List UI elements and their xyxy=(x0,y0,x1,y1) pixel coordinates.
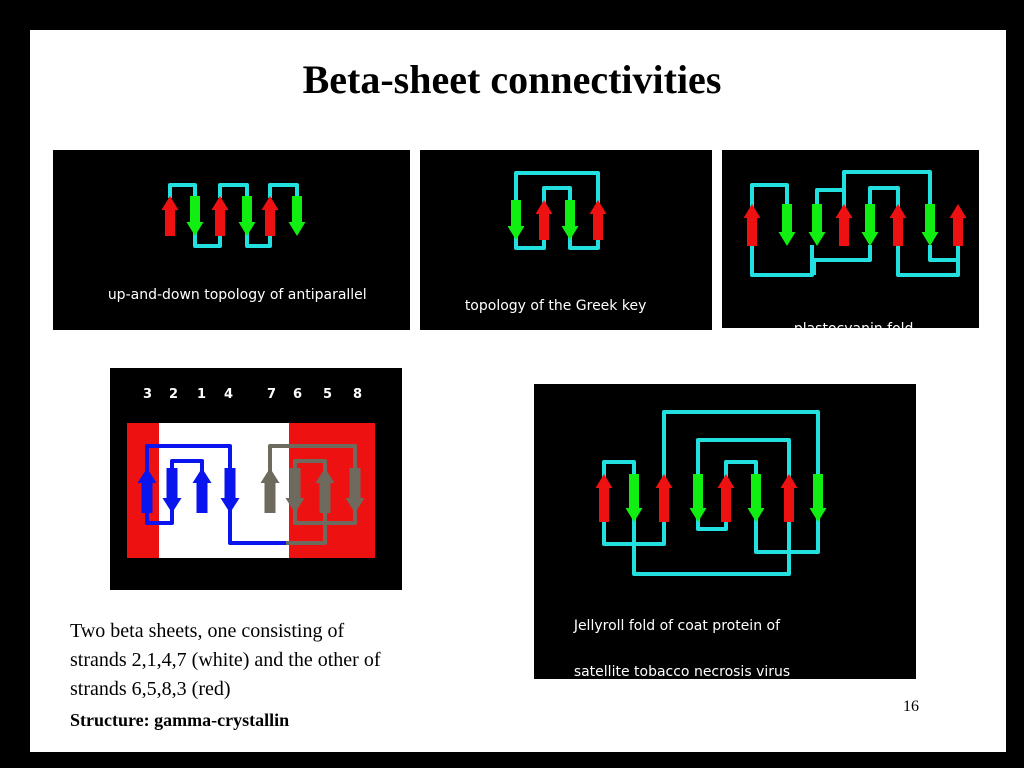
hairpin-topology-diagram xyxy=(161,183,306,248)
plastocyanin-strand-arrow-6 xyxy=(889,204,907,246)
slide-title: Beta-sheet connectivities xyxy=(302,57,722,102)
hairpin-strand-arrow-1 xyxy=(161,196,179,236)
greek-key-panel: topology of the Greek key xyxy=(420,150,712,330)
greek-key-strand-arrow-1 xyxy=(507,200,525,240)
gamma-crystallin-diagram: 3 2 1 4 7 6 5 8 xyxy=(127,387,375,558)
greek-key-strand-arrow-4 xyxy=(589,200,607,240)
hairpin-strand-arrow-5 xyxy=(261,196,279,236)
greek-key-connectors xyxy=(514,171,600,250)
gamma-strand-arrow-3 xyxy=(192,468,212,513)
jellyroll-strand-arrow-5 xyxy=(717,474,735,522)
strand-number-label: 8 xyxy=(353,387,362,402)
strand-number-label: 1 xyxy=(197,387,206,402)
gamma-strand-arrow-6 xyxy=(285,468,305,513)
hairpin-connectors xyxy=(168,183,299,248)
plastocyanin-strands xyxy=(743,204,967,246)
hairpin-caption-line-1: up-and-down topology of antiparallel xyxy=(107,287,367,303)
jellyroll-caption: Jellyroll fold of coat protein of satell… xyxy=(556,592,790,707)
gamma-crystallin-description: Two beta sheets, one consisting of stran… xyxy=(70,617,380,704)
plastocyanin-strand-arrow-7 xyxy=(921,204,939,246)
description-line-1: Two beta sheets, one consisting of xyxy=(70,620,345,642)
jellyroll-strands xyxy=(595,474,827,522)
strand-number-label: 2 xyxy=(169,387,178,402)
greek-key-strand-arrow-2 xyxy=(535,200,553,240)
hairpin-strand-arrow-4 xyxy=(238,196,256,236)
jellyroll-strand-arrow-7 xyxy=(780,474,798,522)
greek-key-strand-arrow-3 xyxy=(561,200,579,240)
hairpin-strand-arrow-2 xyxy=(186,196,204,236)
hairpin-strand-arrow-6 xyxy=(288,196,306,236)
gamma-strand-arrow-4 xyxy=(220,468,240,513)
jellyroll-strand-arrow-3 xyxy=(655,474,673,522)
jellyroll-strand-arrow-2 xyxy=(625,474,643,522)
jellyroll-strand-arrow-4 xyxy=(689,474,707,522)
plastocyanin-strand-arrow-2 xyxy=(778,204,796,246)
jellyroll-strand-arrow-6 xyxy=(747,474,765,522)
greek-key-strands xyxy=(507,200,607,240)
strand-number-label: 3 xyxy=(143,387,152,402)
description-line-2: strands 2,1,4,7 (white) and the other of xyxy=(70,649,381,671)
plastocyanin-diagram xyxy=(743,170,967,277)
plastocyanin-caption: plastocyanin fold xyxy=(776,298,914,361)
plastocyanin-strand-arrow-4 xyxy=(835,204,853,246)
hairpin-strand-arrow-3 xyxy=(211,196,229,236)
structure-label: Structure: gamma-crystallin xyxy=(70,710,290,730)
gamma-strands xyxy=(137,468,365,513)
gamma-strand-arrow-8 xyxy=(345,468,365,513)
hairpin-caption: up-and-down topology of antiparallel bet… xyxy=(90,264,367,369)
description-line-3: strands 6,5,8,3 (red) xyxy=(70,678,231,700)
gamma-crystallin-panel: 3 2 1 4 7 6 5 8 xyxy=(110,368,402,590)
gamma-strand-arrow-5 xyxy=(260,468,280,513)
plastocyanin-panel: plastocyanin fold xyxy=(722,150,979,337)
red-sheet-right-band xyxy=(289,423,375,558)
jellyroll-diagram xyxy=(595,410,827,576)
strand-number-label: 5 xyxy=(323,387,332,402)
plastocyanin-connectors xyxy=(750,170,960,277)
jellyroll-strand-arrow-1 xyxy=(595,474,613,522)
gamma-strand-arrow-1 xyxy=(137,468,157,513)
plastocyanin-caption-line-1: plastocyanin fold xyxy=(793,321,914,337)
plastocyanin-strand-arrow-5 xyxy=(861,204,879,246)
plastocyanin-strand-arrow-8 xyxy=(949,204,967,246)
hairpin-strands xyxy=(161,196,306,236)
plastocyanin-strand-arrow-1 xyxy=(743,204,761,246)
plastocyanin-strand-arrow-3 xyxy=(808,204,826,246)
greek-key-diagram xyxy=(507,171,607,250)
gamma-strand-arrow-7 xyxy=(315,468,335,513)
hairpin-caption-line-2: beta strands joined by hairpins xyxy=(107,329,326,345)
greek-key-caption: topology of the Greek key xyxy=(447,275,647,338)
strand-number-label: 7 xyxy=(267,387,276,402)
hairpin-topology-panel: up-and-down topology of antiparallel bet… xyxy=(53,150,410,345)
page-number: 16 xyxy=(903,698,919,715)
gamma-strand-numbers: 3 2 1 4 7 6 5 8 xyxy=(143,387,362,402)
strand-number-label: 4 xyxy=(224,387,233,402)
strand-number-label: 6 xyxy=(293,387,302,402)
jellyroll-panel: Jellyroll fold of coat protein of satell… xyxy=(534,384,916,680)
jellyroll-caption-line-1: Jellyroll fold of coat protein of xyxy=(573,618,781,634)
jellyroll-strand-arrow-8 xyxy=(809,474,827,522)
greek-key-caption-line-1: topology of the Greek key xyxy=(464,298,647,314)
jellyroll-caption-line-2: satellite tobacco necrosis virus xyxy=(573,664,791,680)
gamma-strand-arrow-2 xyxy=(162,468,182,513)
